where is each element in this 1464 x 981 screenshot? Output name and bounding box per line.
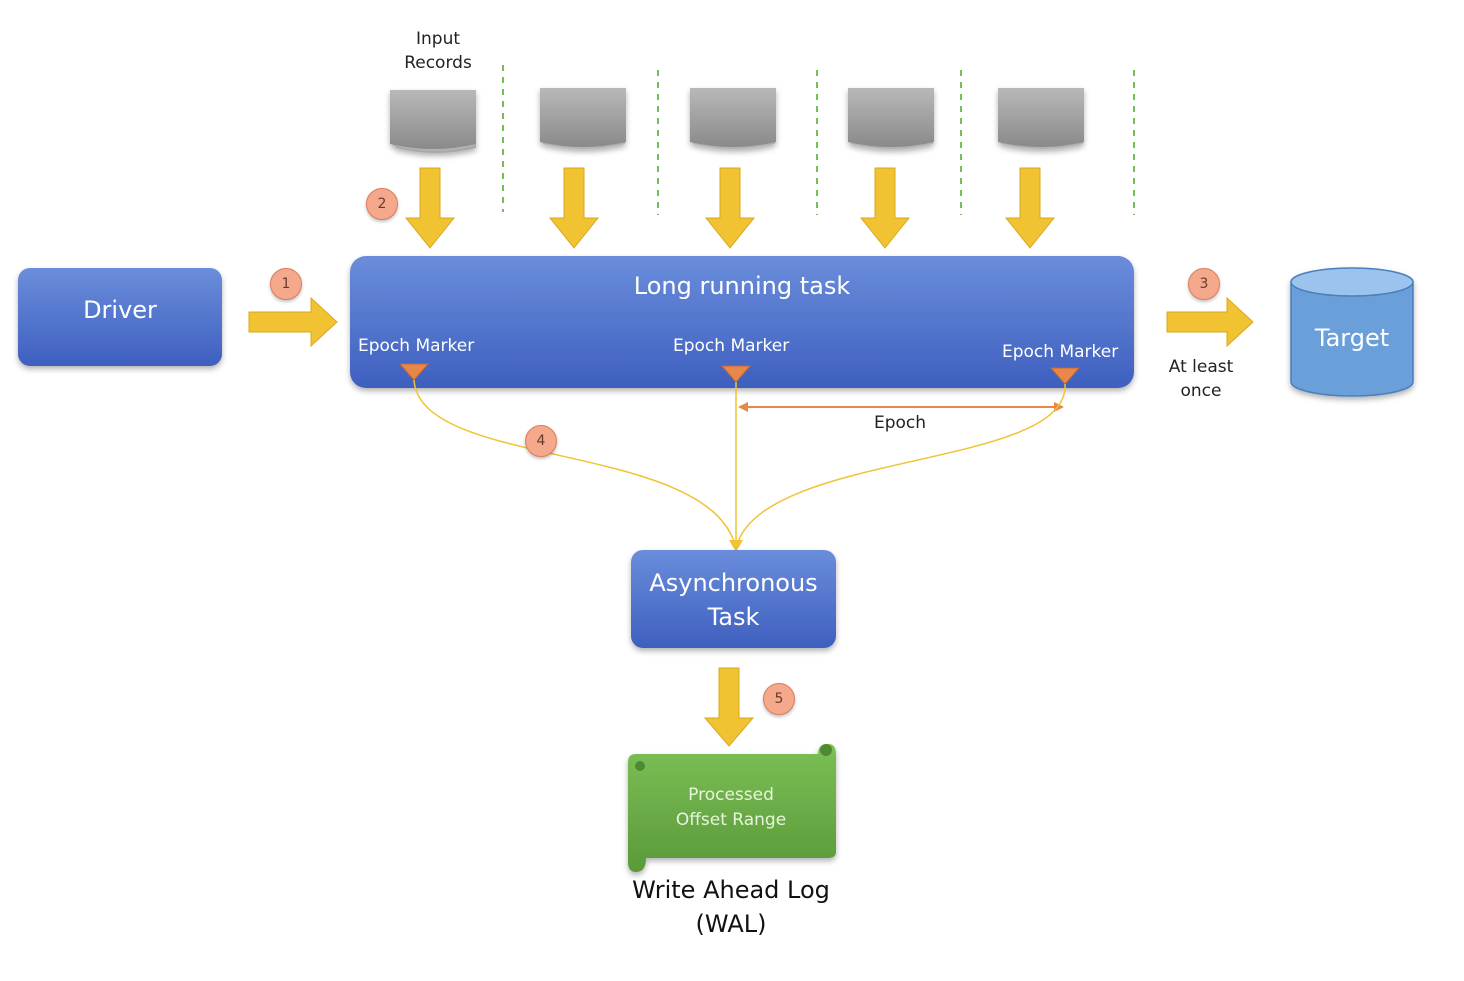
delivery-guarantee-label: At least once [1168, 357, 1234, 401]
epoch-marker-label: Epoch Marker [1002, 342, 1119, 362]
input-record-icon [998, 88, 1084, 149]
step-badge-2: 2 [366, 188, 398, 220]
input-record-icon [540, 88, 626, 149]
step-badge-4: 4 [525, 425, 557, 457]
target-label: Target [1314, 324, 1390, 352]
epoch-marker-triangle [398, 363, 430, 381]
async-task-box [631, 550, 836, 648]
wal-label: Write Ahead Log (WAL) [632, 876, 830, 938]
async-input-arrowhead [729, 540, 743, 552]
epoch-marker-triangles [398, 363, 1081, 385]
step-badge-3: 3 [1188, 268, 1220, 300]
input-dividers [502, 65, 1135, 215]
long-running-task-box [350, 256, 1134, 388]
input-record-stacks [390, 88, 1084, 153]
marker-curve [735, 383, 1066, 549]
epoch-marker-label: Epoch Marker [358, 336, 475, 356]
task-to-target-arrow [1166, 296, 1254, 348]
down-arrow [548, 167, 600, 249]
epoch-marker-label: Epoch Marker [673, 336, 790, 356]
input-records-label: Input Records [404, 29, 472, 73]
step-badge-5: 5 [763, 683, 795, 715]
task-title: Long running task [633, 272, 851, 300]
async-task-label: Asynchronous Task [649, 569, 818, 631]
epoch-marker-triangle [1049, 367, 1081, 385]
input-record-icon [848, 88, 934, 149]
epoch-marker-triangle [720, 365, 752, 383]
async-to-wal-arrow [703, 667, 755, 747]
driver-label: Driver [83, 296, 157, 324]
driver-to-task-arrow [248, 296, 338, 348]
input-record-icon [390, 90, 476, 153]
driver-box [18, 268, 222, 366]
wal-scroll [628, 744, 836, 872]
input-arrows [404, 167, 1056, 249]
marker-curve [413, 379, 737, 549]
down-arrow [859, 167, 911, 249]
target-cylinder [1290, 267, 1414, 397]
down-arrow [704, 167, 756, 249]
epoch-span-arrow [738, 402, 1064, 412]
wal-content-label: Processed Offset Range [675, 785, 787, 830]
input-record-icon [690, 88, 776, 149]
step-badge-1: 1 [270, 268, 302, 300]
epoch-label: Epoch [873, 413, 927, 433]
marker-to-async-curves [413, 379, 1066, 549]
down-arrow [404, 167, 456, 249]
down-arrow [1004, 167, 1056, 249]
